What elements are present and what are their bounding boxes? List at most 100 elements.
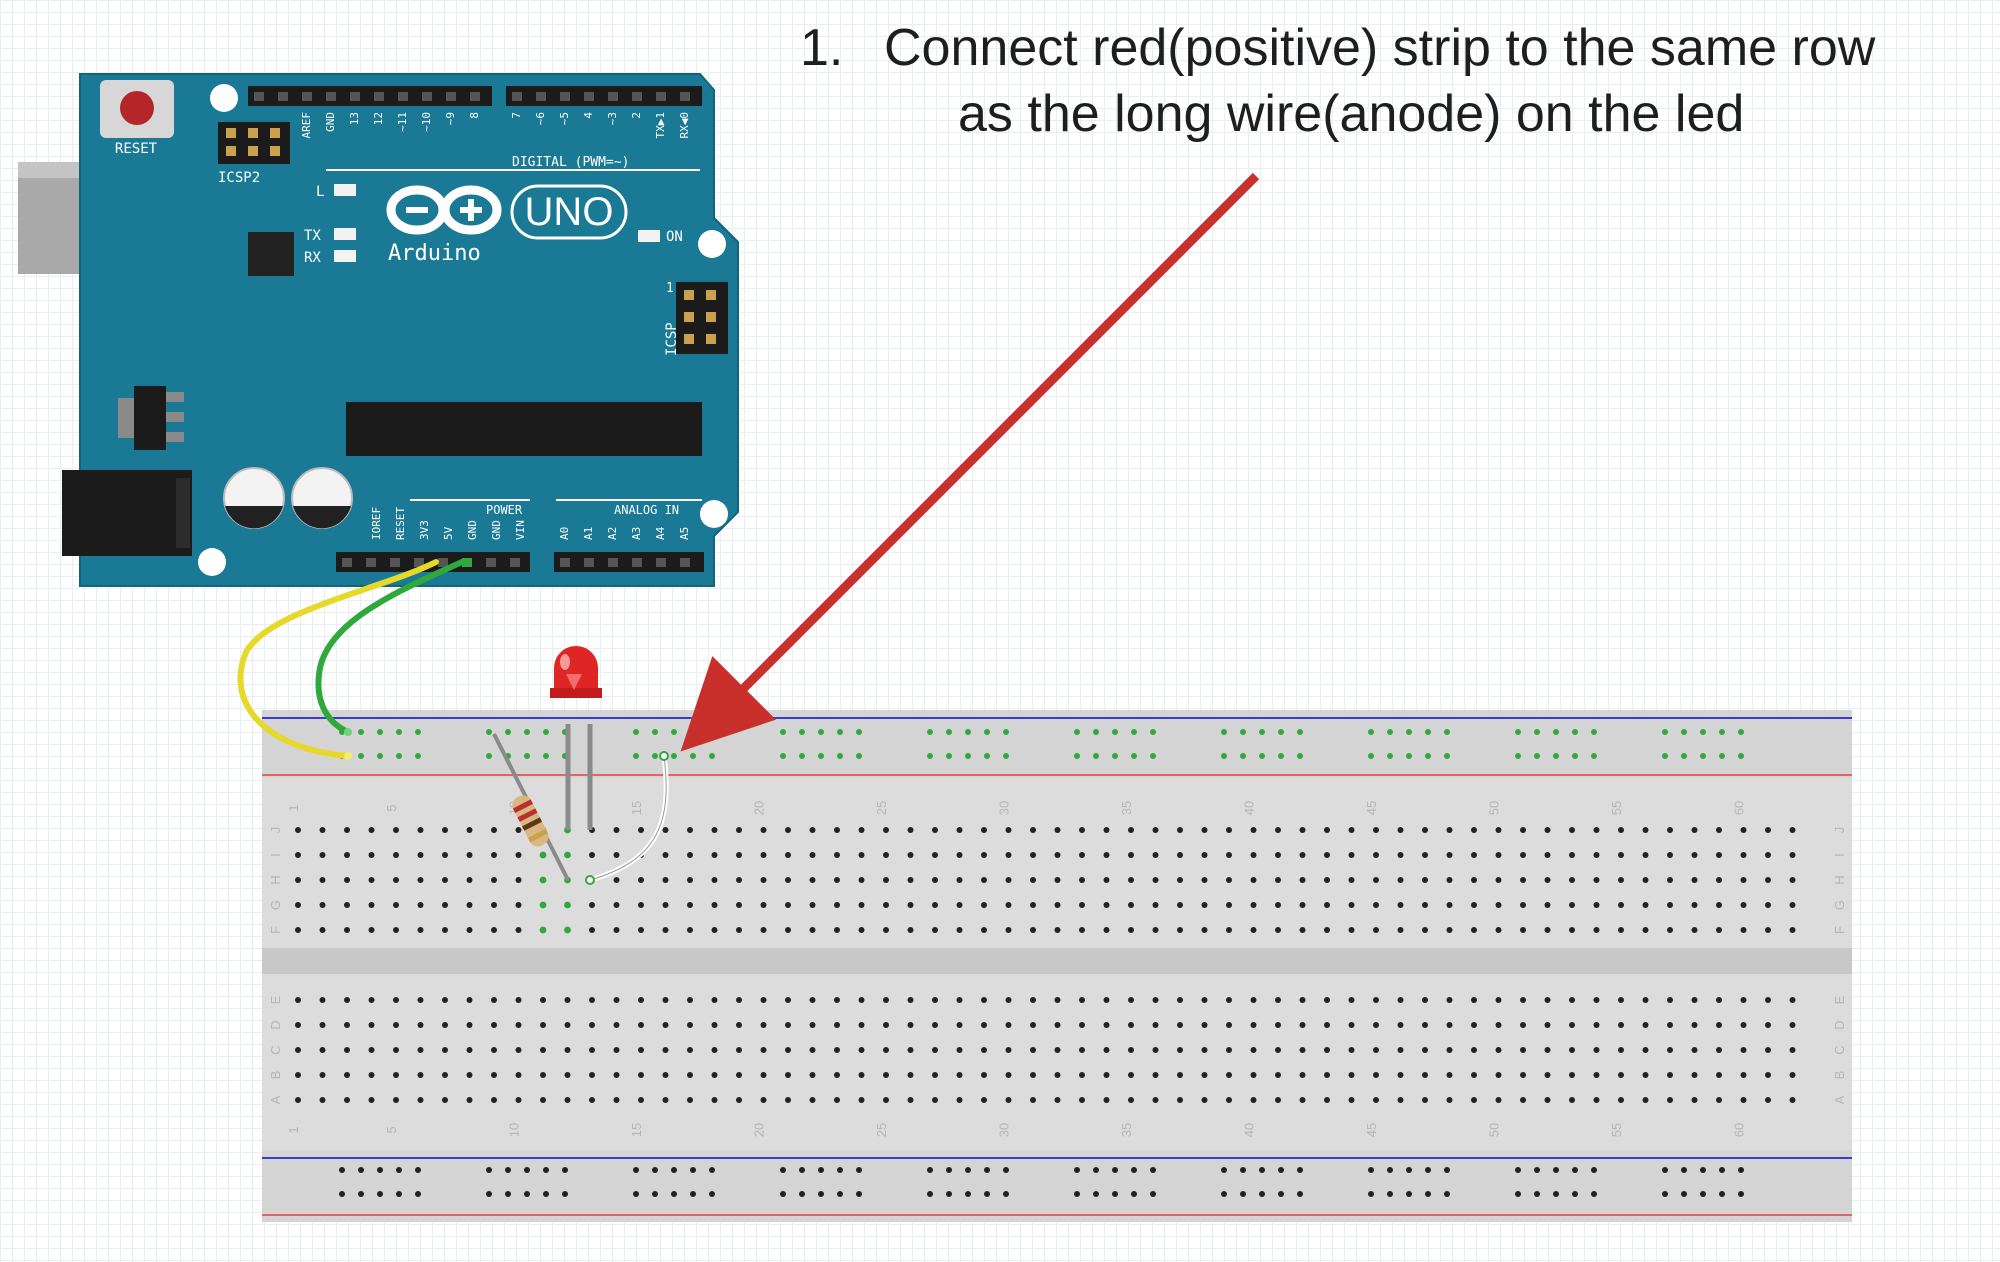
- breadboard-hole: [1177, 1047, 1183, 1053]
- rail-hole: [1425, 729, 1431, 735]
- breadboard-hole: [1422, 927, 1428, 933]
- pin-label: TX▶1: [654, 112, 667, 139]
- rail-hole: [856, 1167, 862, 1173]
- breadboard-hole: [1593, 997, 1600, 1003]
- breadboard-hole: [858, 1097, 865, 1103]
- breadboard-hole: [1128, 1072, 1134, 1078]
- breadboard-hole: [319, 902, 326, 908]
- breadboard-hole: [368, 877, 375, 883]
- breadboard-hole: [809, 1072, 816, 1078]
- breadboard-hole: [1226, 1022, 1232, 1028]
- breadboard-hole: [1789, 827, 1796, 833]
- reset-label: RESET: [115, 141, 158, 157]
- header-pin: [536, 92, 546, 101]
- breadboard-hole: [1030, 1097, 1036, 1103]
- rail-hole: [1221, 729, 1227, 735]
- pin-label: GND: [490, 520, 503, 540]
- breadboard-hole: [466, 927, 473, 933]
- breadboard-hole: [638, 1072, 644, 1078]
- pin-label: A0: [558, 527, 571, 540]
- breadboard-hole: [1789, 1097, 1796, 1103]
- breadboard-hole: [1348, 1097, 1355, 1103]
- rail-hole: [1700, 1167, 1706, 1173]
- breadboard-hole: [393, 877, 399, 883]
- breadboard-hole: [1667, 1047, 1673, 1053]
- breadboard-hole: [858, 927, 865, 933]
- breadboard-hole: [1079, 852, 1085, 858]
- rail-hole: [505, 1191, 511, 1197]
- rail-hole: [1221, 753, 1227, 759]
- breadboard-hole: [1618, 927, 1624, 933]
- breadboard-hole: [834, 877, 840, 883]
- column-number: 55: [1609, 801, 1624, 815]
- breadboard-hole: [466, 1097, 473, 1103]
- digital-label: DIGITAL (PWM=~): [512, 155, 629, 170]
- breadboard-hole: [1716, 852, 1722, 858]
- resistor[interactable]: [509, 792, 551, 849]
- breadboard-hole: [1177, 1022, 1183, 1028]
- breadboard-hole: [1471, 1047, 1477, 1053]
- rail-hole: [415, 1167, 421, 1173]
- rail-hole: [1093, 1167, 1099, 1173]
- breadboard-hole: [564, 926, 571, 934]
- breadboard-hole: [1275, 902, 1281, 908]
- red-led[interactable]: [550, 646, 602, 698]
- breadboard-hole: [1030, 902, 1036, 908]
- breadboard-hole: [907, 827, 914, 833]
- breadboard-hole: [1177, 927, 1183, 933]
- breadboard-hole: [1520, 827, 1526, 833]
- row-letter: B: [268, 1071, 283, 1080]
- rail-hole: [1003, 1167, 1009, 1173]
- breadboard-hole: [539, 851, 547, 859]
- pointer-arrow: [680, 172, 1260, 752]
- analog-label: ANALOG IN: [614, 503, 679, 517]
- bottom-power-rail: [262, 1150, 1852, 1222]
- row-letter: G: [1832, 900, 1847, 910]
- rail-hole: [358, 729, 364, 735]
- rail-hole: [984, 753, 990, 759]
- breadboard-hole: [1348, 1072, 1355, 1078]
- rail-hole: [377, 1191, 383, 1197]
- breadboard-hole: [1030, 827, 1036, 833]
- breadboard-hole: [1446, 902, 1453, 908]
- rail-hole: [818, 1191, 824, 1197]
- breadboard-hole: [687, 927, 693, 933]
- rail-hole: [1074, 753, 1080, 759]
- breadboard-hole: [1569, 827, 1575, 833]
- breadboard-hole: [1422, 902, 1428, 908]
- icsp-pin: [684, 334, 694, 344]
- breadboard-hole: [1642, 1097, 1649, 1103]
- rail-hole: [1297, 729, 1303, 735]
- breadboard-hole: [1054, 1072, 1061, 1078]
- breadboard-hole: [466, 902, 473, 908]
- wire-5v-yellow[interactable]: [237, 559, 439, 759]
- breadboard-hole: [1201, 1022, 1208, 1028]
- rail-hole: [1553, 1191, 1559, 1197]
- column-number: 30: [997, 801, 1012, 815]
- mounting-hole: [700, 500, 728, 528]
- breadboard-hole: [1079, 1072, 1085, 1078]
- rail-hole: [339, 1191, 345, 1197]
- breadboard-hole: [1642, 877, 1649, 883]
- breadboard-hole: [687, 902, 693, 908]
- top-power-rail: [262, 710, 1852, 778]
- rail-hole: [984, 1167, 990, 1173]
- breadboard-hole: [613, 852, 620, 858]
- rail-hole: [1425, 1191, 1431, 1197]
- breadboard-hole: [1569, 1022, 1575, 1028]
- rail-hole: [486, 1191, 492, 1197]
- rail-hole: [1700, 1191, 1706, 1197]
- pin-label: RX◀0: [678, 112, 691, 139]
- breadboard-hole: [1324, 997, 1330, 1003]
- icsp2-pin: [248, 146, 258, 156]
- breadboard-hole: [1765, 902, 1771, 908]
- breadboard-hole: [368, 827, 375, 833]
- breadboard-hole: [1079, 1022, 1085, 1028]
- pin-label: 8: [468, 112, 481, 119]
- breadboard-hole: [809, 852, 816, 858]
- row-letter: F: [1832, 926, 1847, 934]
- wire-gnd-green[interactable]: [315, 559, 465, 735]
- rail-hole: [1700, 753, 1706, 759]
- reset-button-cap[interactable]: [120, 91, 154, 125]
- rail-hole: [1681, 1191, 1687, 1197]
